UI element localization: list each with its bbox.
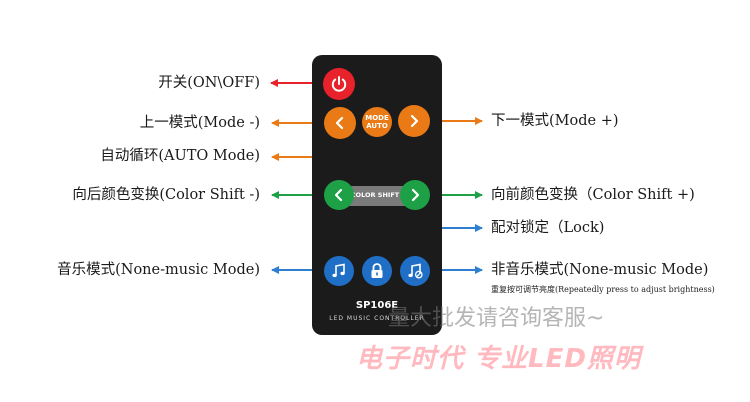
power-button[interactable]: [323, 68, 355, 100]
watermark-line-2: 电子时代 专业LED照明: [356, 338, 641, 375]
chevron-right-icon: [408, 188, 422, 202]
mode-auto-button[interactable]: MODE AUTO: [362, 107, 392, 137]
chevron-left-icon: [332, 188, 346, 202]
lock-button[interactable]: [362, 256, 392, 286]
music-mode-button[interactable]: [324, 256, 354, 286]
chevron-right-icon: [407, 114, 421, 128]
mode-next-label: 下一模式(Mode +): [491, 112, 619, 130]
color-shift-label: COLOR SHIFT: [346, 191, 404, 199]
non-music-mode-button[interactable]: [400, 256, 430, 286]
non-music-mode-label: 非音乐模式(None-music Mode): [491, 261, 708, 279]
lock-label: 配对锁定（Lock): [491, 219, 604, 237]
color-shift-next-label: 向前颜色变换（Color Shift +): [491, 186, 695, 204]
color-shift-prev-label: 向后颜色变换(Color Shift -): [72, 186, 260, 204]
music-off-icon: [406, 262, 424, 280]
mode-prev-label: 上一模式(Mode -): [140, 114, 260, 132]
mode-prev-button[interactable]: [324, 107, 356, 139]
color-shift-next-button[interactable]: [400, 180, 430, 210]
auto-mode-label: 自动循环(AUTO Mode): [100, 147, 260, 165]
music-mode-label: 音乐模式(None-music Mode): [57, 261, 260, 279]
mode-label: MODE: [365, 114, 389, 122]
music-note-icon: [330, 262, 348, 280]
watermark-line-1: 量大批发请咨询客服~: [388, 300, 604, 332]
power-icon: [330, 75, 348, 93]
chevron-left-icon: [333, 116, 347, 130]
power-label: 开关(ON\OFF): [158, 74, 260, 92]
color-shift-prev-button[interactable]: [324, 180, 354, 210]
brightness-note: 重复按可调节亮度(Repeatedly press to adjust brig…: [491, 284, 715, 295]
lock-icon: [369, 262, 385, 280]
auto-label: AUTO: [366, 122, 388, 130]
mode-next-button[interactable]: [398, 105, 430, 137]
